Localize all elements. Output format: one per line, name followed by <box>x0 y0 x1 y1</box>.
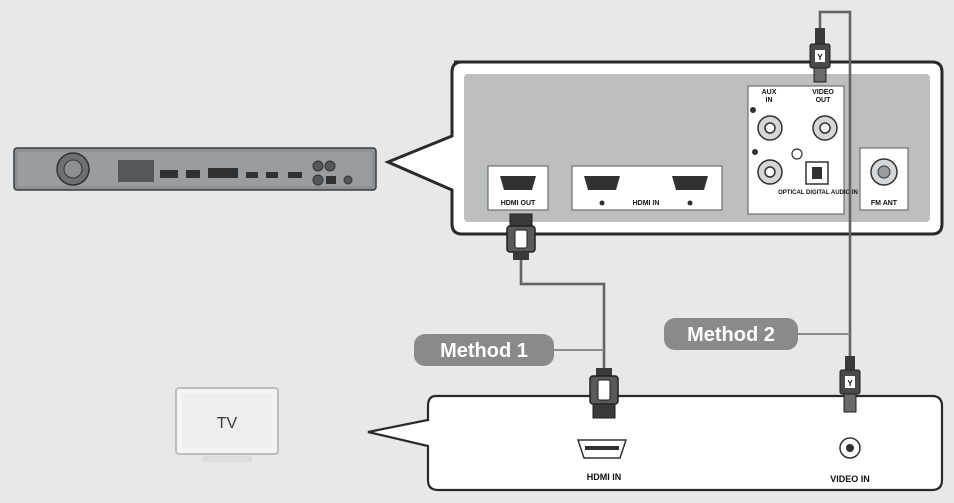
hdmi-plug-bottom <box>589 368 619 419</box>
method-2-label: Method 2 <box>687 324 775 346</box>
tv-hdmi-in-port: HDMI IN <box>576 439 628 482</box>
tv-icon: TV <box>175 387 279 462</box>
hdmi-cable <box>519 250 606 372</box>
rca-plug-bottom: Y <box>839 356 861 413</box>
tv-video-in-label: VIDEO IN <box>830 474 870 484</box>
hdmi-out-port: HDMI OUT <box>487 165 549 211</box>
rca-bottom-tag: Y <box>847 379 853 388</box>
hdmi-in-label: HDMI IN <box>633 200 660 207</box>
fm-ant-port: FM ANT <box>859 147 909 211</box>
rca-top-tag: Y <box>817 53 823 62</box>
hdmi-in-ports: HDMI IN <box>571 165 723 211</box>
optical-label: OPTICAL DIGITAL AUDIO IN <box>778 190 858 196</box>
hdmi-plug-top <box>506 213 536 260</box>
hdmi-out-label: HDMI OUT <box>501 200 536 207</box>
tv-hdmi-in-label: HDMI IN <box>587 472 622 482</box>
home-theater-unit <box>13 147 377 191</box>
rca-plug-top: Y <box>809 28 831 83</box>
method-1-label: Method 1 <box>440 340 528 362</box>
method-1-badge: Method 1 <box>414 334 604 366</box>
fm-ant-label: FM ANT <box>871 200 898 207</box>
tv-panel-callout <box>367 394 944 492</box>
tv-video-in-port: VIDEO IN <box>830 437 870 484</box>
tv-label: TV <box>217 415 238 432</box>
method-2-badge: Method 2 <box>664 318 850 350</box>
